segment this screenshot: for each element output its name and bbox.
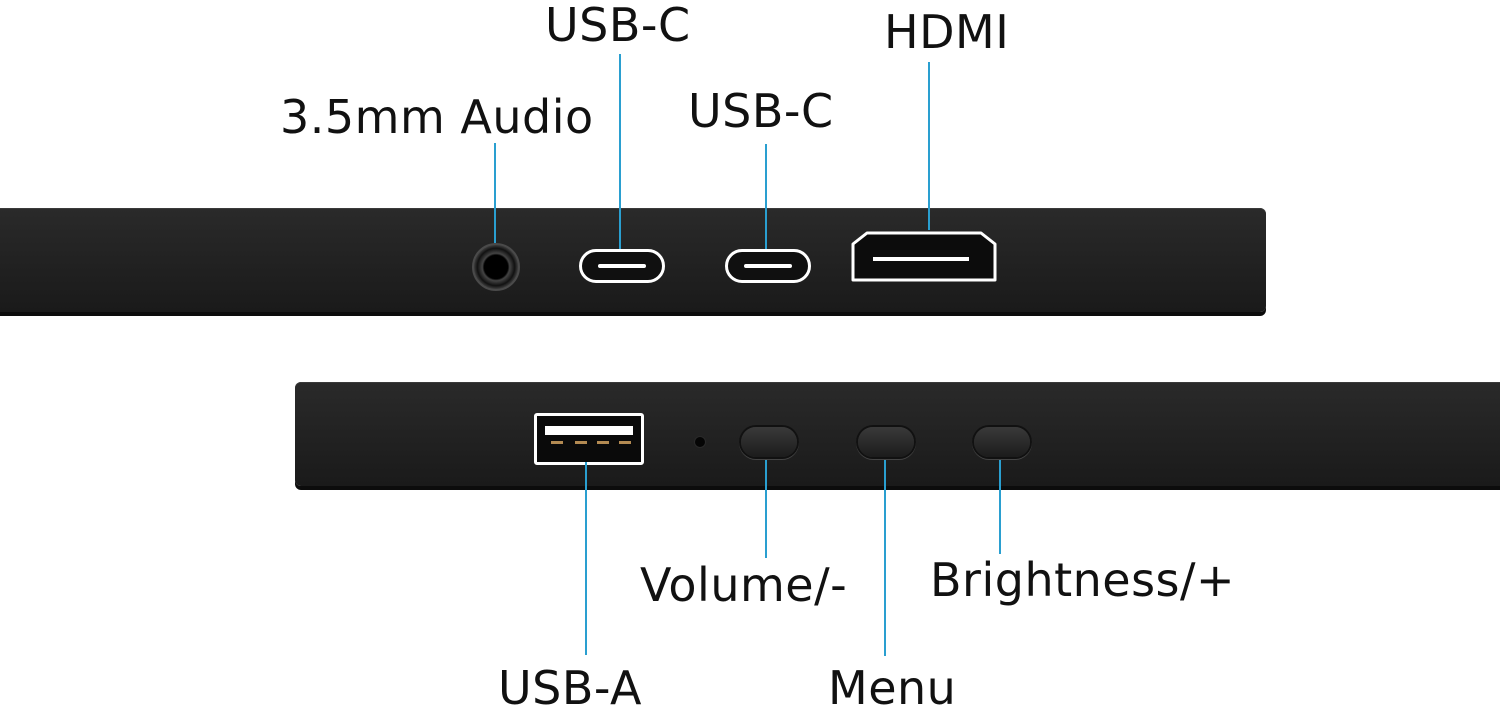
usb-c-2-leader-line [765, 144, 767, 249]
usb-a-contact-bar [545, 426, 633, 435]
audio-jack-icon [472, 243, 520, 291]
label-usb-c-2: USB-C [688, 84, 834, 138]
audio-leader-line [494, 143, 496, 243]
label-menu: Menu [828, 661, 957, 709]
hdmi-port-icon [851, 231, 997, 282]
label-3-5mm-audio: 3.5mm Audio [280, 90, 594, 144]
label-volume: Volume/- [640, 558, 848, 612]
brightness-button [974, 427, 1030, 457]
label-hdmi: HDMI [884, 5, 1010, 59]
menu-button [858, 427, 914, 457]
volume-leader-line [765, 460, 767, 558]
label-brightness: Brightness/+ [930, 553, 1236, 607]
usb-c-port-icon [579, 249, 665, 283]
label-usb-c-1: USB-C [545, 0, 691, 52]
usb-a-pin [575, 441, 587, 444]
usb-a-pin [551, 441, 563, 444]
label-usb-a: USB-A [498, 661, 642, 709]
indicator-led-icon [695, 437, 705, 447]
usb-a-port-icon [534, 413, 644, 465]
hdmi-leader-line [928, 62, 930, 230]
menu-leader-line [884, 460, 886, 656]
usb-c-port-icon [725, 249, 811, 283]
usb-a-leader-line [585, 462, 587, 655]
usb-c-1-leader-line [619, 54, 621, 249]
volume-button [741, 427, 797, 457]
brightness-leader-line [999, 460, 1001, 554]
usb-a-pin [597, 441, 609, 444]
usb-a-pin [619, 441, 631, 444]
